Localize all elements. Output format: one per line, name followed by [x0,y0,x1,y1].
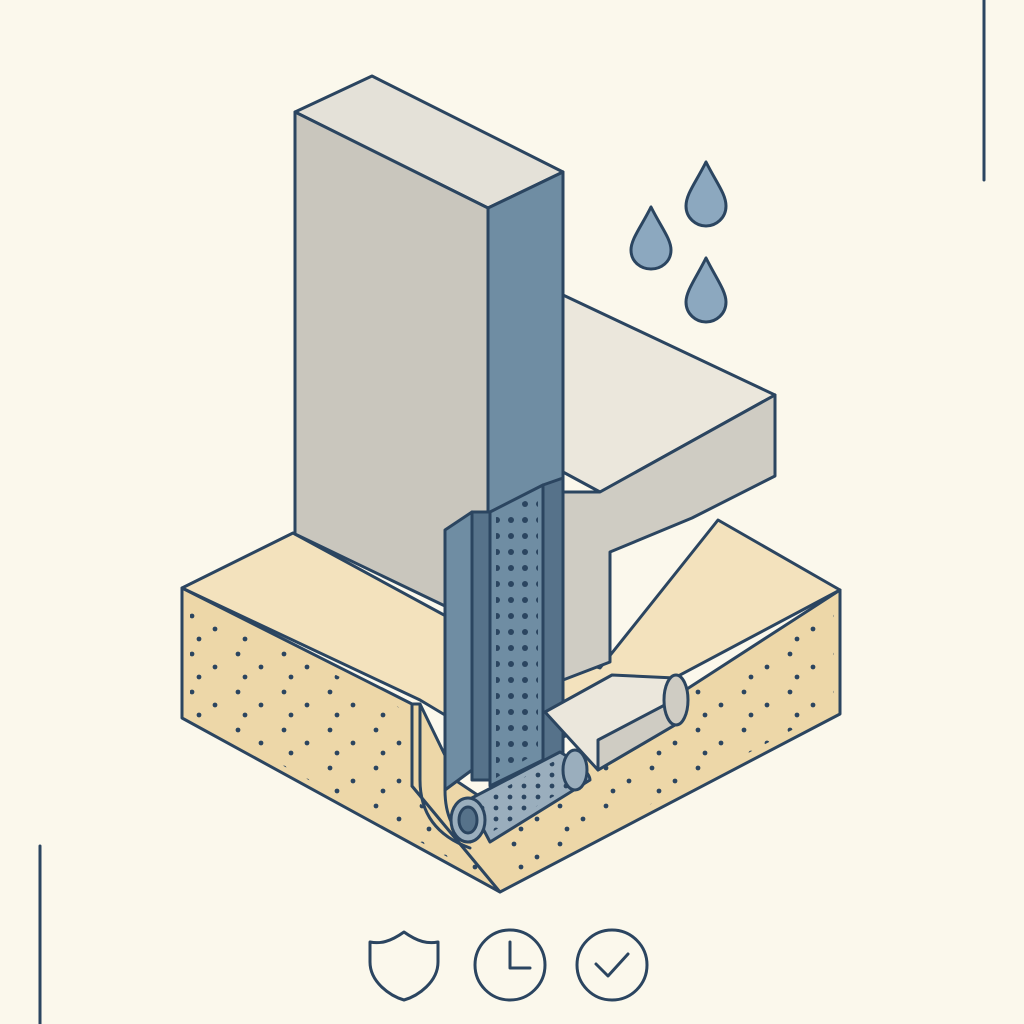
drain-pipe [449,673,690,844]
foundation-wall [293,74,565,692]
feature-icons [368,928,649,1002]
checkmark-icon [575,928,649,1002]
footing-front [561,393,777,682]
water-drop-icon [684,160,728,228]
clock-icon [473,928,547,1002]
drainage-board [418,476,565,850]
shield-icon [368,930,440,1002]
water-drop-icon [629,205,673,271]
membrane-wrap [418,702,472,850]
water-drop-icon [684,256,728,324]
water-droplets [629,160,728,324]
